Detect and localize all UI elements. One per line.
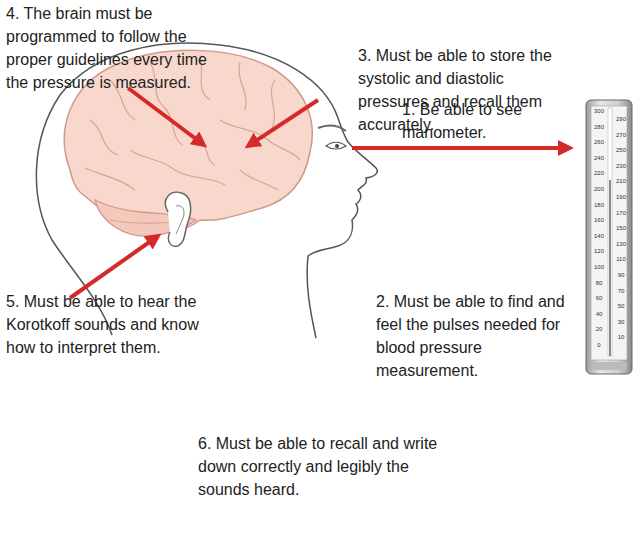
scale-number: 270 [614,132,628,139]
scale-number: 220 [592,170,606,177]
scale-number: 160 [592,217,606,224]
scale-number: 50 [614,303,628,310]
scale-number: 110 [614,256,628,263]
callout-text: 6. Must be able to recall and write down… [198,432,458,501]
scale-number: 90 [614,272,628,279]
callout-text: 1. Be able to see manometer. [402,98,552,144]
manometer-scale [591,106,627,360]
ear [165,192,190,246]
scale-number: 0 [592,342,606,349]
scale-number: 30 [614,319,628,326]
scale-number: 70 [614,288,628,295]
callout-text: 3. Must be able to store the systolic an… [358,44,578,136]
pointer-arrows [70,88,570,298]
mercury-column [609,180,611,356]
scale-number: 280 [592,124,606,131]
pupil [335,144,339,148]
scale-number: 40 [592,311,606,318]
scale-number: 180 [592,202,606,209]
manometer-tube [608,108,612,356]
scale-number: 300 [592,108,606,115]
scale-number: 120 [592,248,606,255]
manometer-base [591,362,627,370]
scale-number: 100 [592,264,606,271]
scale-number: 60 [592,295,606,302]
scale-number: 130 [614,241,628,248]
scale-number: 200 [592,186,606,193]
scale-number: 290 [614,116,628,123]
callout-text: 5. Must be able to hear the Korotkoff so… [6,290,226,359]
scale-number: 150 [614,225,628,232]
scale-number: 260 [592,139,606,146]
manometer-case [586,100,632,374]
scale-number: 140 [592,233,606,240]
scale-number: 10 [614,334,628,341]
scale-number: 80 [592,280,606,287]
scale-number: 250 [614,147,628,154]
scale-number: 190 [614,194,628,201]
ear-inner [176,206,184,234]
scale-number: 20 [592,326,606,333]
scale-number: 240 [592,155,606,162]
scale-number: 170 [614,210,628,217]
eyebrow [318,126,346,131]
scale-number: 210 [614,178,628,185]
scale-number: 230 [614,163,628,170]
eye [326,142,346,149]
callout-text: 4. The brain must be programmed to follo… [6,2,221,94]
callout-text: 2. Must be able to find and feel the pul… [376,290,576,382]
